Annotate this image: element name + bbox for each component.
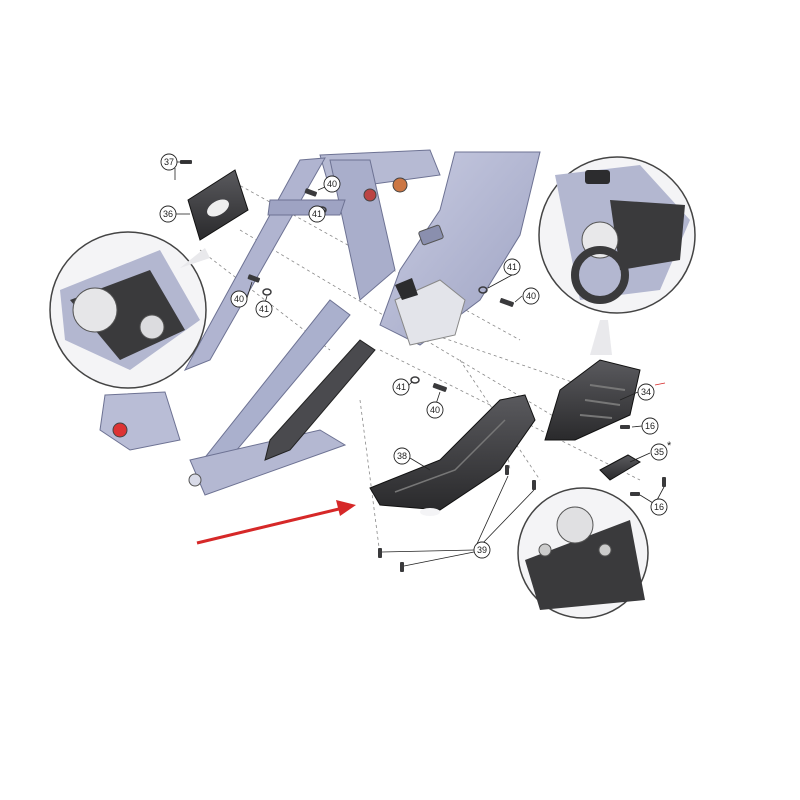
callout-40: 40 — [426, 401, 444, 419]
svg-text:39: 39 — [477, 545, 487, 555]
leader-cone-34 — [590, 320, 612, 355]
callout-39: 39 — [473, 541, 491, 559]
svg-text:38: 38 — [397, 451, 407, 461]
callout-40: 40 — [522, 287, 540, 305]
red-arrow — [196, 500, 356, 545]
callout-37: 37 — [160, 153, 178, 171]
detail-circle-right-bottom — [517, 487, 649, 619]
motor-clip — [395, 278, 418, 300]
chain-stay — [189, 429, 347, 496]
callout-41: 41 — [392, 378, 410, 396]
svg-text:35: 35 — [654, 447, 664, 457]
fasteners — [180, 160, 666, 572]
callout-40: 40 — [230, 290, 248, 308]
part-35-small-cover — [599, 454, 641, 481]
callout-41: 41 — [255, 300, 273, 318]
callout-41: 41 — [503, 258, 521, 276]
svg-text:40: 40 — [234, 294, 244, 304]
svg-text:41: 41 — [259, 304, 269, 314]
detail-circle-right-top — [538, 156, 696, 314]
svg-text:40: 40 — [526, 291, 536, 301]
part-36-bracket — [187, 169, 249, 241]
dropout-bolt — [112, 422, 128, 438]
callout-35: 35 — [650, 443, 668, 461]
callout-16: 16 — [641, 417, 659, 435]
part-34-motor-cover — [544, 359, 641, 441]
leader-cone-left — [180, 248, 210, 268]
axle — [188, 473, 202, 487]
callout-41: 41 — [308, 205, 326, 223]
svg-text:37: 37 — [164, 157, 174, 167]
svg-text:40: 40 — [430, 405, 440, 415]
callouts: 37 36 40 41 40 41 41 40 41 40 34 16 35 1… — [159, 153, 672, 559]
part-38-skid-plate — [369, 394, 536, 516]
detail-circle-left — [49, 231, 207, 389]
seat-tube — [329, 159, 396, 301]
svg-text:16: 16 — [645, 421, 655, 431]
svg-text:41: 41 — [312, 209, 322, 219]
callout-16: 16 — [650, 498, 668, 516]
asterisk-mark: * — [667, 440, 672, 452]
svg-text:41: 41 — [507, 262, 517, 272]
svg-text:16: 16 — [654, 502, 664, 512]
pivot-bolt-2 — [363, 188, 377, 202]
svg-text:41: 41 — [396, 382, 406, 392]
bike-frame — [99, 149, 541, 496]
callout-40: 40 — [323, 175, 341, 193]
svg-text:36: 36 — [163, 209, 173, 219]
pivot-bolt — [392, 177, 408, 193]
svg-text:34: 34 — [641, 387, 651, 397]
dropout — [99, 391, 181, 451]
charge-port — [418, 224, 444, 246]
callout-34: 34 — [637, 383, 655, 401]
callout-36: 36 — [159, 205, 177, 223]
chainstay-guard — [264, 339, 376, 461]
svg-text:40: 40 — [327, 179, 337, 189]
brace — [267, 199, 346, 216]
callout-38: 38 — [393, 447, 411, 465]
